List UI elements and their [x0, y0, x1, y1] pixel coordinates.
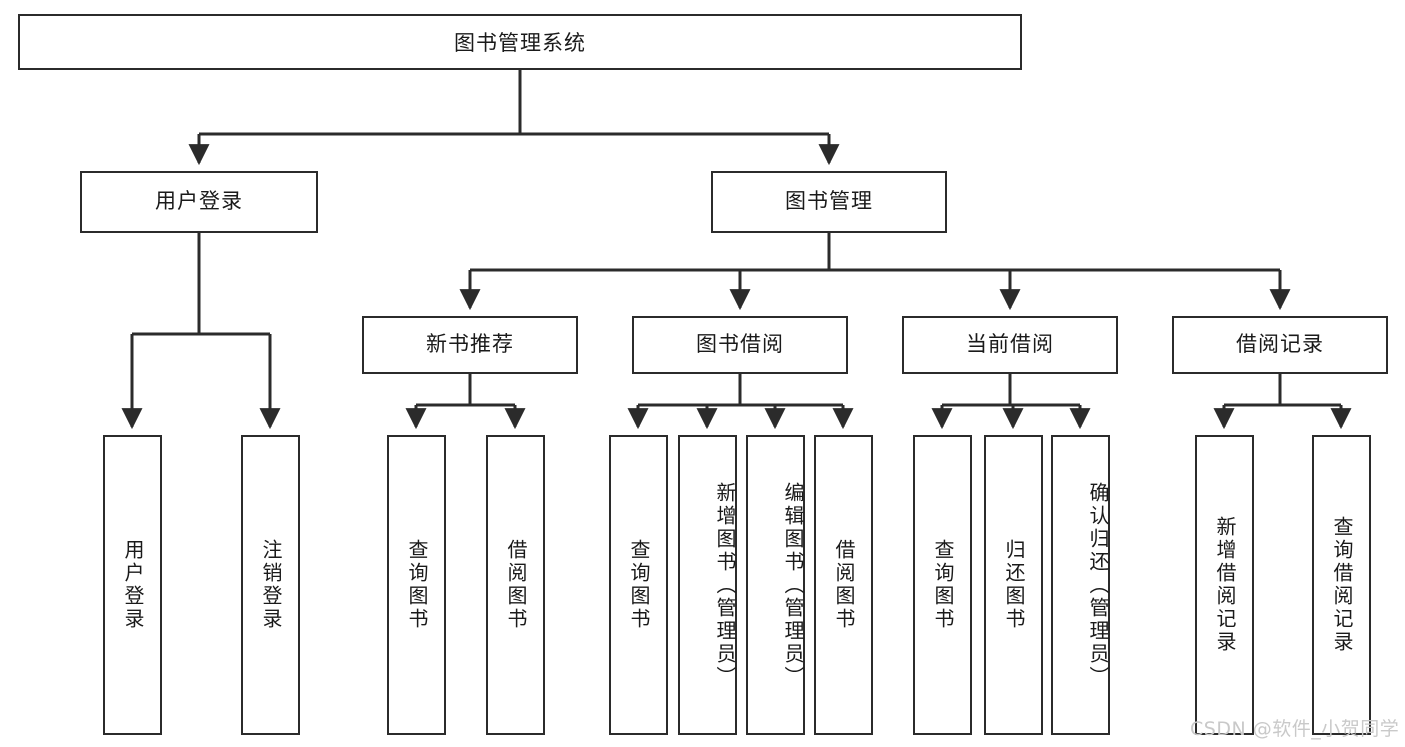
leaf-borrow-book-2-label: 借阅图书	[832, 539, 856, 631]
leaf-confirm-return-label: 确认归还（管理员）	[1086, 481, 1110, 689]
leaf-logout-label: 注销登录	[259, 539, 283, 631]
leaf-confirm-return[interactable]: 确认归还（管理员）	[1051, 435, 1110, 735]
leaf-add-book-label: 新增图书（管理员）	[713, 481, 737, 689]
leaf-query-record[interactable]: 查询借阅记录	[1312, 435, 1371, 735]
node-borrow-record[interactable]: 借阅记录	[1172, 316, 1388, 374]
node-book-borrow[interactable]: 图书借阅	[632, 316, 848, 374]
node-book-manage-label: 图书管理	[785, 189, 873, 214]
node-user-login-label: 用户登录	[155, 189, 243, 214]
leaf-query-book-3-label: 查询图书	[931, 539, 955, 631]
leaf-query-book-1[interactable]: 查询图书	[387, 435, 446, 735]
leaf-query-book-1-label: 查询图书	[405, 539, 429, 631]
leaf-add-record-label: 新增借阅记录	[1213, 516, 1237, 654]
node-book-borrow-label: 图书借阅	[696, 332, 784, 357]
leaf-borrow-book-1[interactable]: 借阅图书	[486, 435, 545, 735]
leaf-return-book[interactable]: 归还图书	[984, 435, 1043, 735]
node-new-book-rec[interactable]: 新书推荐	[362, 316, 578, 374]
leaf-query-record-label: 查询借阅记录	[1330, 516, 1354, 654]
leaf-add-book[interactable]: 新增图书（管理员）	[678, 435, 737, 735]
node-current-borrow-label: 当前借阅	[966, 332, 1054, 357]
node-new-book-rec-label: 新书推荐	[426, 332, 514, 357]
leaf-edit-book-label: 编辑图书（管理员）	[781, 481, 805, 689]
leaf-logout[interactable]: 注销登录	[241, 435, 300, 735]
node-borrow-record-label: 借阅记录	[1236, 332, 1324, 357]
node-user-login[interactable]: 用户登录	[80, 171, 318, 233]
leaf-borrow-book-2[interactable]: 借阅图书	[814, 435, 873, 735]
leaf-query-book-2[interactable]: 查询图书	[609, 435, 668, 735]
leaf-borrow-book-1-label: 借阅图书	[504, 539, 528, 631]
leaf-add-record[interactable]: 新增借阅记录	[1195, 435, 1254, 735]
leaf-user-login[interactable]: 用户登录	[103, 435, 162, 735]
leaf-edit-book[interactable]: 编辑图书（管理员）	[746, 435, 805, 735]
leaf-return-book-label: 归还图书	[1002, 539, 1026, 631]
node-book-manage[interactable]: 图书管理	[711, 171, 947, 233]
leaf-query-book-2-label: 查询图书	[627, 539, 651, 631]
leaf-user-login-label: 用户登录	[121, 539, 145, 631]
leaf-query-book-3[interactable]: 查询图书	[913, 435, 972, 735]
node-root[interactable]: 图书管理系统	[18, 14, 1022, 70]
node-current-borrow[interactable]: 当前借阅	[902, 316, 1118, 374]
node-root-label: 图书管理系统	[454, 31, 586, 55]
